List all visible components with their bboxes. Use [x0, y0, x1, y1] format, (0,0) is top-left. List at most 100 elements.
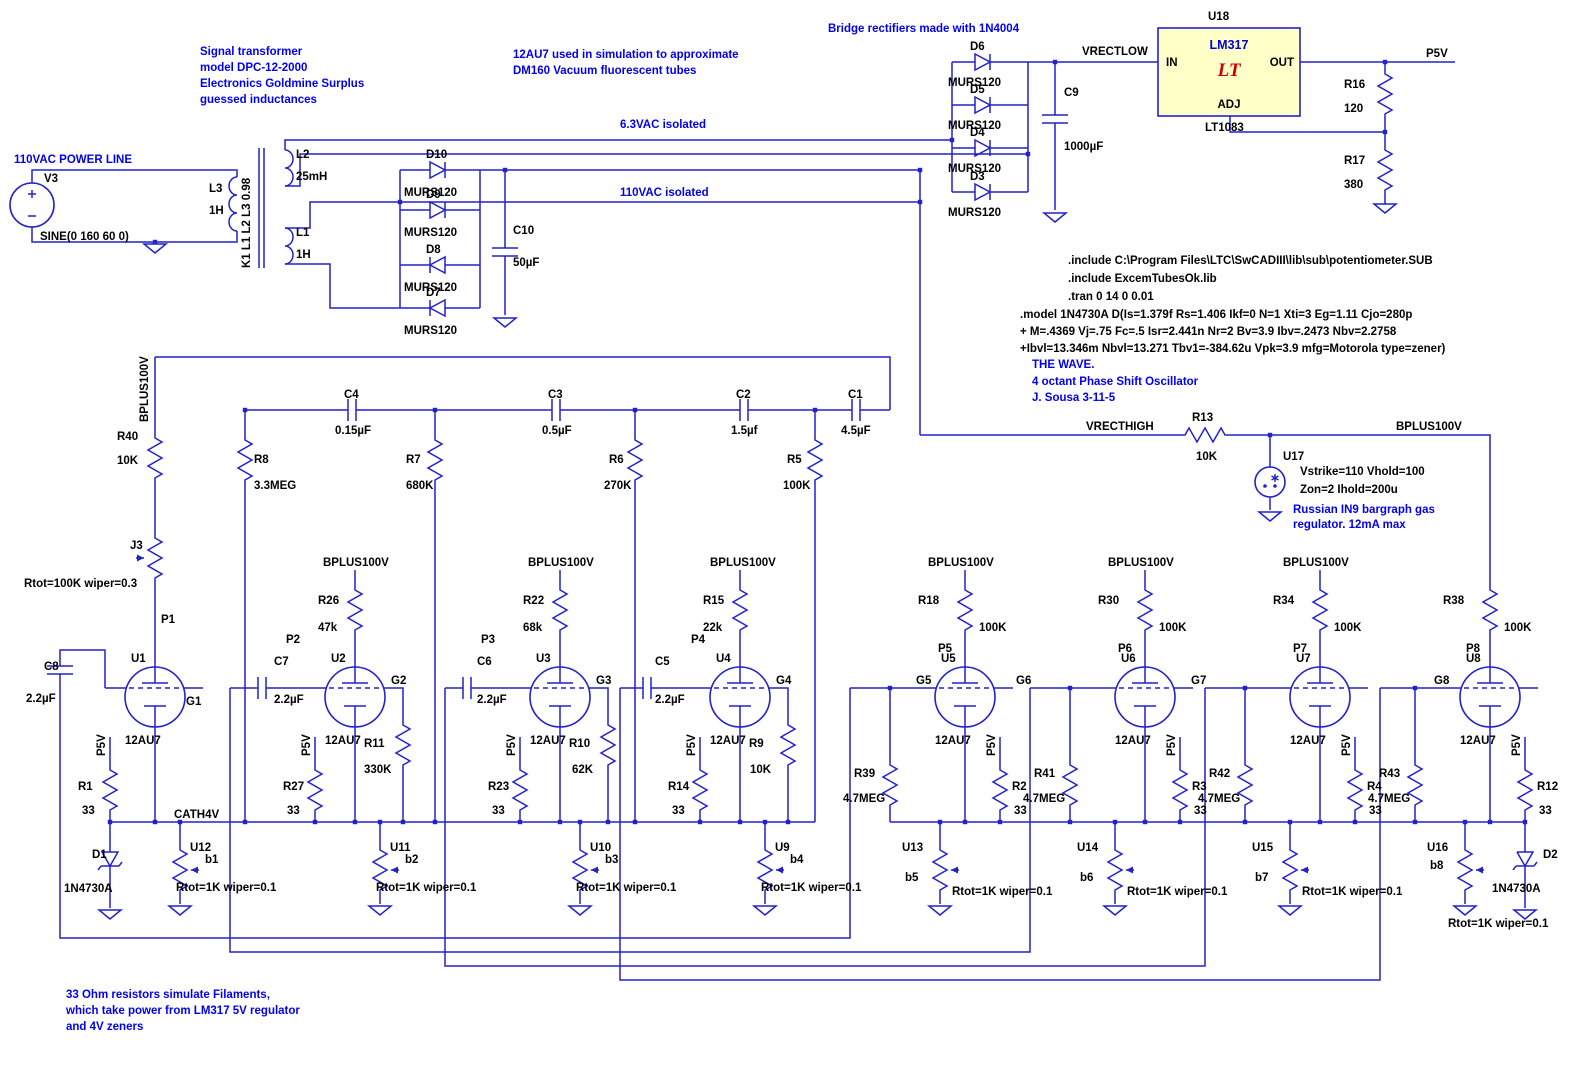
diode-D10[interactable]	[429, 161, 446, 179]
net-bplus-vertical: BPLUS100V	[139, 356, 151, 422]
capacitor-C4[interactable]	[347, 398, 357, 422]
inductor-L1[interactable]	[284, 227, 294, 265]
label-c8: C8	[44, 661, 59, 673]
label-c5-value: 2.2µF	[655, 694, 685, 706]
diode-D9[interactable]	[429, 201, 446, 219]
resistor-R17[interactable]	[1377, 139, 1393, 201]
potentiometer-J3[interactable]	[135, 527, 163, 589]
net-p4: P4	[691, 634, 706, 646]
label-c5: C5	[655, 656, 670, 668]
resistor-R38[interactable]	[1482, 579, 1498, 641]
potentiometer-U16[interactable]	[1457, 839, 1485, 901]
resistor-R12[interactable]	[1517, 759, 1533, 821]
tube-U5[interactable]	[934, 666, 996, 728]
net-p5v-stub: P5V	[1511, 734, 1523, 756]
diode-D8[interactable]	[429, 256, 446, 274]
resistor-R41[interactable]	[1062, 754, 1078, 816]
net-g6: G6	[1016, 675, 1031, 687]
tube-U3[interactable]	[529, 666, 591, 728]
tube-U6[interactable]	[1114, 666, 1176, 728]
label-u11-value: Rtot=1K wiper=0.1	[376, 882, 477, 894]
label-d9: D9	[426, 189, 441, 201]
resistor-R2[interactable]	[992, 759, 1008, 821]
note-wave: J. Sousa 3-11-5	[1032, 392, 1116, 404]
label-r30-value: 100K	[1159, 622, 1187, 634]
label-u14: U14	[1077, 842, 1099, 854]
label-u15-value: Rtot=1K wiper=0.1	[1302, 886, 1403, 898]
net-p5: P5	[938, 643, 953, 655]
net-p7: P7	[1293, 643, 1307, 655]
diode-D3[interactable]	[974, 183, 991, 201]
resistor-R26[interactable]	[347, 579, 363, 641]
resistor-R11[interactable]	[395, 714, 411, 776]
voltage-source-V3[interactable]	[9, 182, 55, 228]
net-bplus: BPLUS100V	[710, 557, 776, 569]
resistor-R23[interactable]	[512, 759, 528, 821]
tube-U2[interactable]	[324, 666, 386, 728]
net-b5: b5	[905, 872, 919, 884]
lt-logo: LT	[1217, 60, 1242, 81]
resistor-R16[interactable]	[1377, 63, 1393, 125]
ground-icon	[1278, 905, 1302, 916]
tube-U7[interactable]	[1289, 666, 1351, 728]
capacitor-C9[interactable]	[1041, 114, 1069, 124]
gas-regulator-U17[interactable]	[1254, 466, 1286, 498]
spice-directive: .include C:\Program Files\LTC\SwCADIII\l…	[1068, 255, 1433, 267]
resistor-R43[interactable]	[1407, 754, 1423, 816]
resistor-R3[interactable]	[1172, 759, 1188, 821]
label-r39: R39	[854, 768, 875, 780]
capacitor-C3[interactable]	[551, 398, 561, 422]
capacitor-C1[interactable]	[851, 398, 861, 422]
net-bplus: BPLUS100V	[1108, 557, 1174, 569]
resistor-R18[interactable]	[957, 579, 973, 641]
resistor-R40[interactable]	[147, 427, 163, 489]
capacitor-C7[interactable]	[257, 676, 267, 700]
label-c1: C1	[848, 389, 863, 401]
resistor-R15[interactable]	[732, 579, 748, 641]
capacitor-C10[interactable]	[491, 247, 519, 257]
label-lt1083: LT1083	[1205, 122, 1244, 134]
zener-D2[interactable]	[1512, 845, 1538, 881]
tube-U8[interactable]	[1459, 666, 1521, 728]
label-r34-value: 100K	[1334, 622, 1362, 634]
resistor-R4[interactable]	[1347, 759, 1363, 821]
resistor-R9[interactable]	[780, 714, 796, 776]
regulator-U18-body[interactable]	[1157, 27, 1301, 117]
tube-U4[interactable]	[709, 666, 771, 728]
net-p5v-stub: P5V	[1166, 734, 1178, 756]
diode-D5[interactable]	[974, 96, 991, 114]
spice-directive: .model 1N4730A D(Is=1.379f Rs=1.406 Ikf=…	[1020, 309, 1412, 321]
capacitor-C2[interactable]	[739, 398, 749, 422]
label-d5: D5	[970, 84, 985, 96]
label-c6: C6	[477, 656, 492, 668]
resistor-R1[interactable]	[102, 759, 118, 821]
resistor-R42[interactable]	[1237, 754, 1253, 816]
label-d1: D1	[92, 849, 107, 861]
label-r1: R1	[78, 781, 93, 793]
resistor-R8[interactable]	[237, 429, 253, 491]
capacitor-C5[interactable]	[642, 676, 652, 700]
resistor-R14[interactable]	[692, 759, 708, 821]
label-c3: C3	[548, 389, 563, 401]
inductor-L2[interactable]	[284, 149, 294, 187]
net-bplus: BPLUS100V	[1283, 557, 1349, 569]
capacitor-C6[interactable]	[462, 676, 472, 700]
note-transformer: Signal transformer	[200, 46, 303, 58]
resistor-R27[interactable]	[307, 759, 323, 821]
diode-D7[interactable]	[429, 299, 446, 317]
inductor-L3[interactable]	[228, 176, 238, 232]
resistor-R34[interactable]	[1312, 579, 1328, 641]
wire-regulator	[920, 61, 1491, 580]
label-r42: R42	[1209, 768, 1230, 780]
resistor-R13[interactable]	[1174, 427, 1236, 443]
resistor-R10[interactable]	[600, 714, 616, 776]
label-r38-value: 100K	[1504, 622, 1532, 634]
label-r6: R6	[609, 454, 624, 466]
resistor-R30[interactable]	[1137, 579, 1153, 641]
resistor-R39[interactable]	[882, 754, 898, 816]
diode-D6[interactable]	[974, 53, 991, 71]
tube-U1[interactable]	[124, 666, 186, 728]
label-u12: U12	[190, 842, 211, 854]
resistor-R22[interactable]	[552, 579, 568, 641]
label-lm317: LM317	[1210, 38, 1249, 52]
